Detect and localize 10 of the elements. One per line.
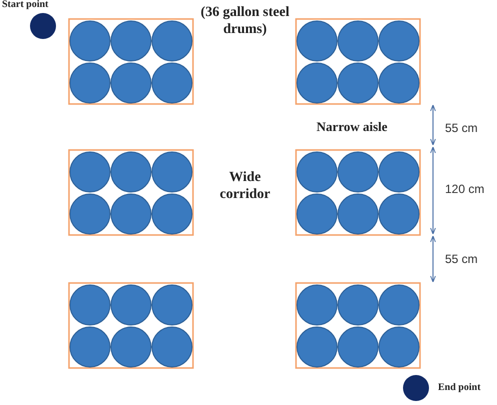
dimension-label: 55 cm — [445, 120, 479, 137]
drums-note: (36 gallon steel drums) — [200, 5, 290, 39]
aisle-label: Narrow aisle — [316, 119, 388, 135]
point-label: End point — [438, 382, 481, 393]
dimension-label: 55 cm — [445, 251, 479, 268]
dimension-label: 120 cm — [445, 181, 485, 198]
point-marker — [30, 13, 56, 39]
point-marker — [403, 375, 429, 401]
corridor-label: Wide corridor — [218, 170, 272, 204]
point-label: Start point — [2, 0, 48, 10]
